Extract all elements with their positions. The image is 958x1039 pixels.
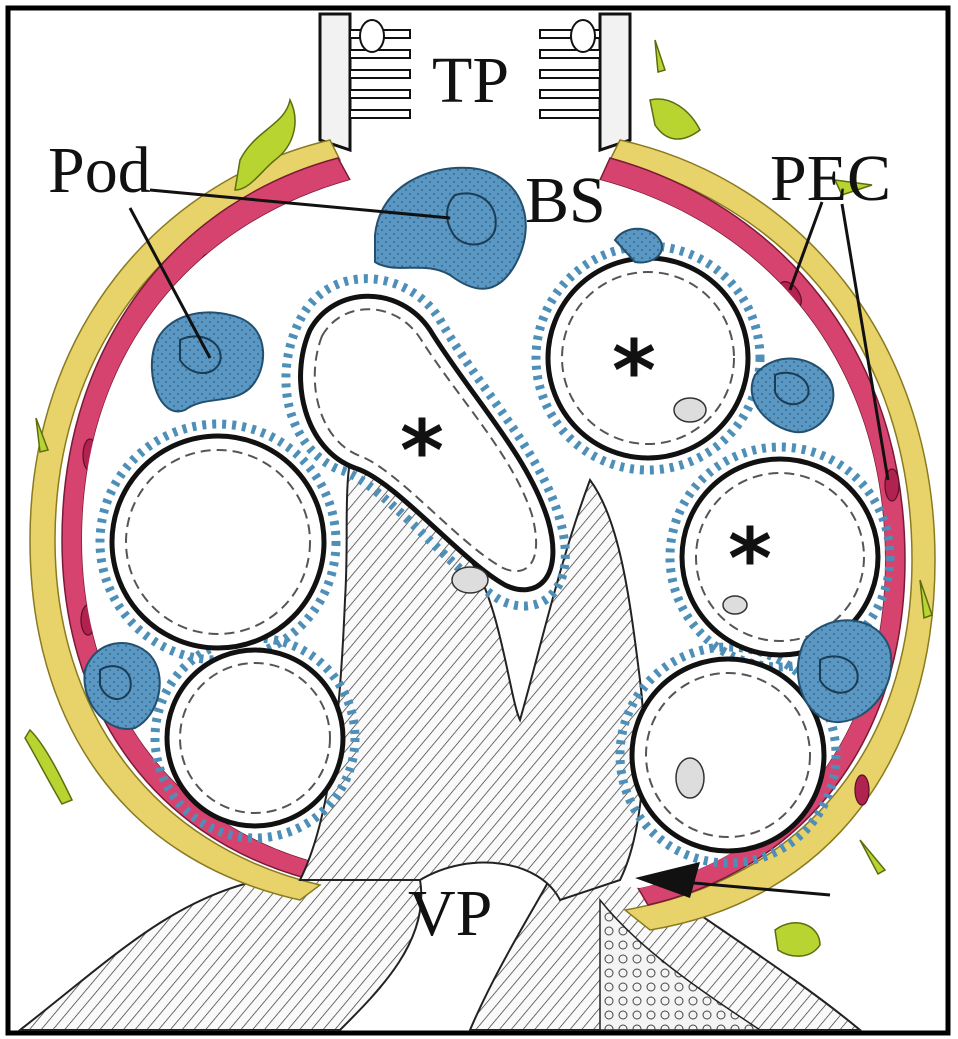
label-tp: TP — [432, 44, 509, 117]
asterisk-lumen-3: * — [728, 510, 772, 608]
tubule-wall-left — [320, 14, 350, 150]
tubule-wall-right — [600, 14, 630, 150]
label-vp: VP — [408, 877, 492, 950]
label-pec: PEC — [770, 142, 891, 215]
asterisk-lumen-1: * — [400, 402, 444, 500]
label-bs: BS — [525, 164, 606, 237]
label-pod: Pod — [48, 134, 151, 207]
asterisk-lumen-2: * — [612, 322, 656, 420]
